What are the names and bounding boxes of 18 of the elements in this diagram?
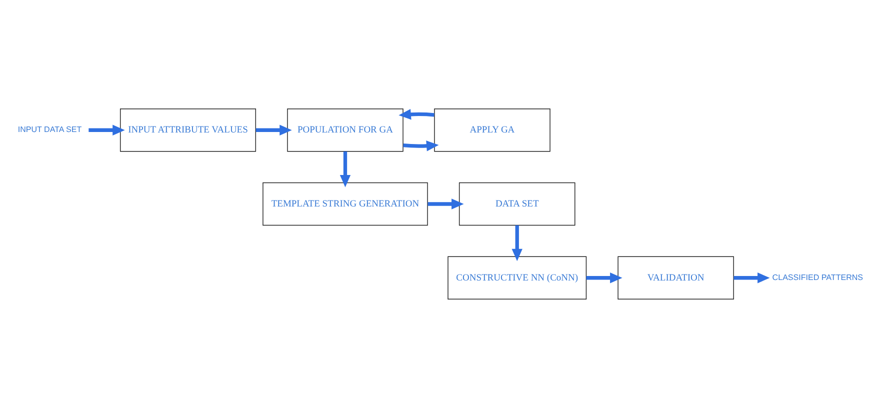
node-box: DATA SET: [458, 182, 576, 226]
arrow: [512, 225, 522, 262]
arrow: [403, 140, 439, 152]
arrow: [340, 151, 351, 188]
arrow: [88, 124, 125, 136]
arrow: [428, 198, 464, 210]
node-box: CONSTRUCTIVE NN (CoNN): [448, 256, 587, 300]
node-text: CLASSIFIED PATTERNS: [772, 272, 864, 282]
node-box: APPLY GA: [434, 108, 550, 152]
arrow: [734, 272, 770, 284]
node-box: POPULATION FOR GA: [287, 108, 404, 152]
arrow: [586, 272, 622, 284]
node-text: INPUT DATA SET: [18, 125, 82, 134]
arrow: [398, 109, 434, 120]
arrow: [256, 124, 292, 136]
node-box: INPUT ATTRIBUTE VALUES: [120, 108, 256, 152]
node-box: TEMPLATE STRING GENERATION: [262, 182, 428, 226]
node-box: VALIDATION: [618, 256, 734, 300]
